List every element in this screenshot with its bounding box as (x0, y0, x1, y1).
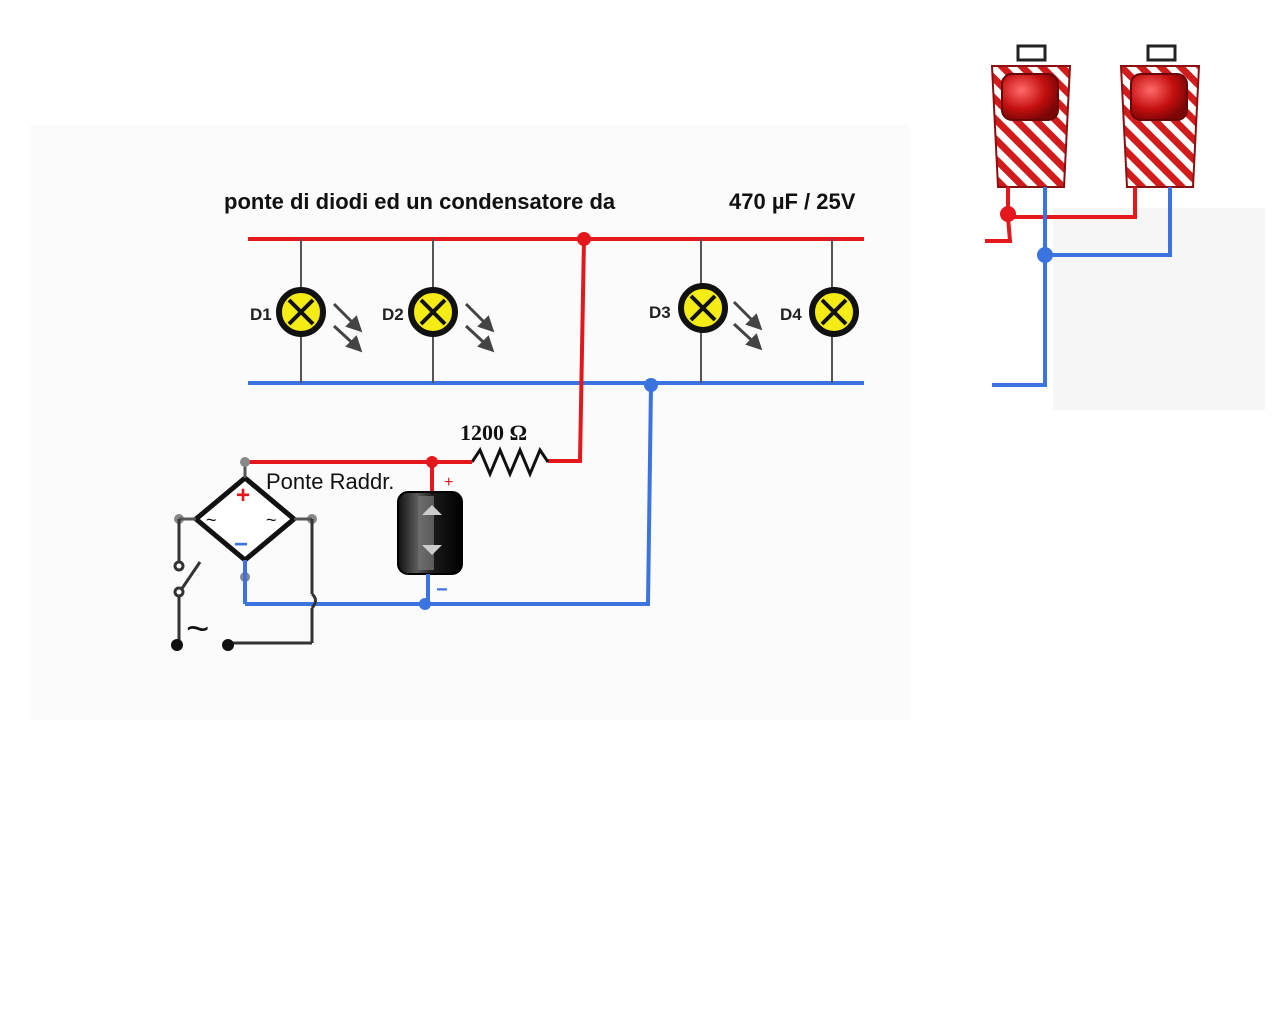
light-emission-arrows-icon (464, 302, 495, 353)
light-emission-arrows-icon (332, 302, 363, 353)
led-label-d3: D3 (649, 303, 671, 322)
resistor-label: 1200 Ω (460, 420, 527, 445)
lamp-negative-feed (992, 255, 1047, 387)
lamp-negative-wire (1043, 187, 1172, 257)
rectifier-bridge: + − ~ ~ Ponte Raddr. (174, 457, 425, 606)
ac-terminal-right (222, 639, 234, 651)
bridge-ac-symbol-right: ~ (266, 510, 277, 530)
bridge-label: Ponte Raddr. (266, 469, 394, 494)
caption-text-2: 470 µF / 25V (729, 189, 856, 214)
ac-source-symbol: ~ (186, 607, 209, 651)
junction-lamp-positive (1000, 206, 1016, 222)
led-label-d2: D2 (382, 305, 404, 324)
signal-light-icon (1130, 73, 1188, 121)
capacitor: + − (397, 456, 463, 610)
capacitor-plus-sign: + (444, 474, 453, 491)
caption-text-1: ponte di diodi ed un condensatore da (224, 189, 616, 214)
led-label-d1: D1 (250, 305, 272, 324)
resistor: 1200 Ω (460, 420, 550, 478)
capacitor-minus-sign: − (436, 579, 448, 601)
bridge-minus-sign: − (234, 531, 248, 558)
light-emission-arrows-icon (732, 300, 763, 351)
lamp-positive-feed (985, 216, 1013, 243)
led-d4: D4 (780, 239, 859, 383)
signal-lamp-right (1119, 44, 1201, 188)
background-panel (30, 125, 910, 720)
signal-lamp-left (990, 44, 1072, 188)
lamp-positive-wire (1006, 187, 1137, 219)
led-label-d4: D4 (780, 305, 802, 324)
background-panel-right (1053, 208, 1265, 410)
junction-negative (644, 378, 658, 392)
junction-positive (577, 232, 591, 246)
bridge-plus-sign: + (236, 482, 250, 509)
led-d2: D2 (382, 239, 495, 383)
led-d1: D1 (250, 239, 363, 383)
signal-light-icon (1001, 73, 1059, 121)
bridge-ac-symbol-left: ~ (206, 510, 217, 530)
ac-input (173, 519, 317, 645)
junction-lamp-negative (1037, 247, 1053, 263)
negative-return-wire (425, 384, 653, 606)
switch-lever (179, 561, 202, 591)
led-d3: D3 (649, 239, 763, 383)
ac-terminal-left (171, 639, 183, 651)
positive-feed-wire (548, 238, 586, 463)
